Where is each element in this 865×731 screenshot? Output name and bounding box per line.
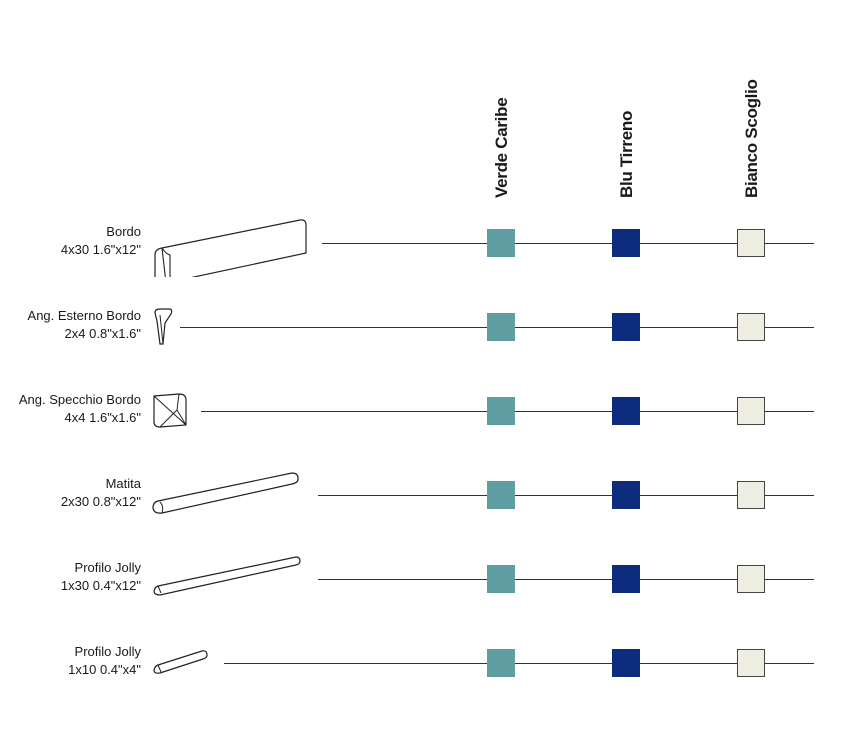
swatch-bianco-scoglio[interactable] <box>737 313 765 341</box>
table-row: Matita 2x30 0.8"x12" <box>0 472 865 515</box>
swatch-blu-tirreno[interactable] <box>612 481 640 509</box>
jolly-profile-long-icon <box>153 556 301 596</box>
swatch-verde-caribe[interactable] <box>487 313 515 341</box>
swatch-blu-tirreno[interactable] <box>612 229 640 257</box>
swatch-blu-tirreno[interactable] <box>612 397 640 425</box>
row-name: Ang. Specchio Bordo <box>18 392 141 407</box>
row-size: 2x30 0.8"x12" <box>60 494 141 509</box>
row-line <box>322 243 814 244</box>
row-name: Matita <box>105 476 141 491</box>
row-size: 4x4 1.6"x1.6" <box>64 410 141 425</box>
row-label: Matita 2x30 0.8"x12" <box>61 475 141 511</box>
table-row: Ang. Specchio Bordo 4x4 1.6"x1.6" <box>0 391 865 431</box>
bordo-trim-icon <box>154 219 307 277</box>
table-row: Profilo Jolly 1x30 0.4"x12" <box>0 556 865 599</box>
swatch-bianco-scoglio[interactable] <box>737 397 765 425</box>
row-name: Ang. Esterno Bordo <box>27 308 141 323</box>
table-row: Ang. Esterno Bordo 2x4 0.8"x1.6" <box>0 307 865 347</box>
swatch-bianco-scoglio[interactable] <box>737 229 765 257</box>
row-size: 4x30 1.6"x12" <box>60 242 141 257</box>
jolly-profile-short-icon <box>153 650 208 674</box>
row-label: Ang. Esterno Bordo 2x4 0.8"x1.6" <box>28 307 141 343</box>
column-header-label: Blu Tirreno <box>617 110 636 198</box>
column-header-label: Bianco Scoglio <box>742 79 761 198</box>
swatch-verde-caribe[interactable] <box>487 397 515 425</box>
column-header-verde-caribe: Verde Caribe <box>482 80 522 198</box>
swatch-blu-tirreno[interactable] <box>612 649 640 677</box>
swatch-verde-caribe[interactable] <box>487 565 515 593</box>
column-header-label: Verde Caribe <box>492 97 511 198</box>
row-name: Profilo Jolly <box>74 644 141 659</box>
swatch-bianco-scoglio[interactable] <box>737 565 765 593</box>
swatch-verde-caribe[interactable] <box>487 649 515 677</box>
swatch-bianco-scoglio[interactable] <box>737 481 765 509</box>
swatch-verde-caribe[interactable] <box>487 481 515 509</box>
row-label: Profilo Jolly 1x30 0.4"x12" <box>61 559 141 595</box>
external-corner-icon <box>154 308 173 345</box>
row-label: Bordo 4x30 1.6"x12" <box>61 223 141 259</box>
row-line <box>224 663 814 664</box>
row-label: Ang. Specchio Bordo 4x4 1.6"x1.6" <box>19 391 141 427</box>
mirror-corner-icon <box>153 393 187 428</box>
column-header-bianco-scoglio: Bianco Scoglio <box>732 79 772 198</box>
swatch-verde-caribe[interactable] <box>487 229 515 257</box>
row-line <box>318 579 814 580</box>
row-size: 1x10 0.4"x4" <box>68 662 141 677</box>
pencil-trim-icon <box>152 472 299 514</box>
row-label: Profilo Jolly 1x10 0.4"x4" <box>68 643 141 679</box>
swatch-bianco-scoglio[interactable] <box>737 649 765 677</box>
table-row: Profilo Jolly 1x10 0.4"x4" <box>0 643 865 683</box>
row-name: Profilo Jolly <box>74 560 141 575</box>
row-size: 2x4 0.8"x1.6" <box>64 326 141 341</box>
row-name: Bordo <box>106 224 141 239</box>
swatch-blu-tirreno[interactable] <box>612 313 640 341</box>
row-line <box>318 495 814 496</box>
row-size: 1x30 0.4"x12" <box>60 578 141 593</box>
column-header-blu-tirreno: Blu Tirreno <box>607 80 647 198</box>
table-row: Bordo 4x30 1.6"x12" <box>0 219 865 277</box>
swatch-blu-tirreno[interactable] <box>612 565 640 593</box>
